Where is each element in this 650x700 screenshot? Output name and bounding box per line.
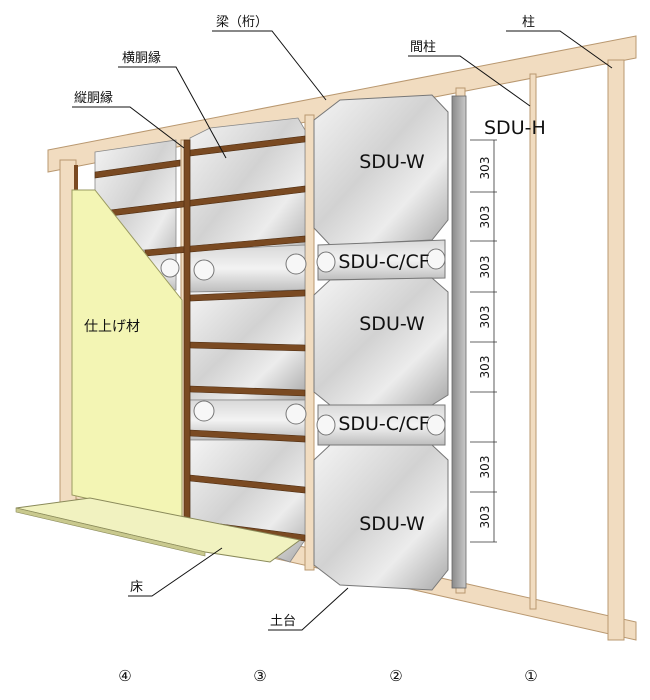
layer-number-4: ④: [118, 667, 131, 685]
leader-lines: [72, 30, 613, 631]
panel-sdu-w-bottom: [313, 444, 449, 591]
vertical-furring-left: [74, 165, 78, 190]
label-sdu-cf-upper: SDU-C/CF: [338, 251, 429, 273]
dim-303-6: 303: [478, 456, 492, 479]
vertical-furring: [183, 139, 191, 536]
callout-vertical-furring: 縦胴縁: [74, 90, 113, 106]
label-sdu-w-mid: SDU-W: [359, 313, 425, 335]
callout-column: 柱: [522, 15, 535, 30]
label-sdu-cf-lower: SDU-C/CF: [338, 413, 429, 435]
dimension-labels: 303 303 303 303 303 303 303: [478, 157, 492, 529]
label-sdu-h: SDU-H: [484, 117, 546, 139]
dim-303-7: 303: [478, 506, 492, 529]
panel-sdu-cf-upper: [317, 239, 446, 281]
callout-beam: 梁（桁）: [216, 15, 268, 30]
panel-sdu-cf-lower: [317, 404, 446, 446]
dim-303-2: 303: [478, 206, 492, 229]
floor-sheet-edge: [15, 507, 206, 557]
callout-floor: 床: [130, 580, 143, 595]
horizontal-furring: [94, 135, 306, 542]
panel-sdu-w-mid: [313, 277, 449, 406]
dimension-ruler: [470, 139, 497, 543]
callout-sill: 土台: [270, 614, 296, 629]
sdu-h-strip: [451, 95, 467, 589]
dim-303-3: 303: [478, 256, 492, 279]
col3-steel: [189, 117, 307, 563]
col2-steel: [313, 94, 449, 591]
label-sdu-w-top: SDU-W: [359, 151, 425, 173]
label-finish-material: 仕上げ材: [84, 319, 140, 335]
callout-stud: 間柱: [410, 40, 436, 55]
right-column: [607, 59, 625, 641]
layer-number-2: ②: [389, 667, 402, 685]
dim-303-5: 303: [478, 356, 492, 379]
callout-horizontal-furring: 横胴縁: [122, 50, 161, 66]
dim-303-4: 303: [478, 306, 492, 329]
panel-sdu-w-top: [313, 94, 449, 246]
label-sdu-w-bottom: SDU-W: [359, 513, 425, 535]
layer-number-3: ③: [253, 667, 266, 685]
dim-303-1: 303: [478, 157, 492, 180]
layer-number-1: ①: [524, 667, 537, 685]
stud-col-2: [304, 114, 315, 571]
mid-stud: [529, 73, 537, 610]
finish-board: [71, 189, 183, 521]
